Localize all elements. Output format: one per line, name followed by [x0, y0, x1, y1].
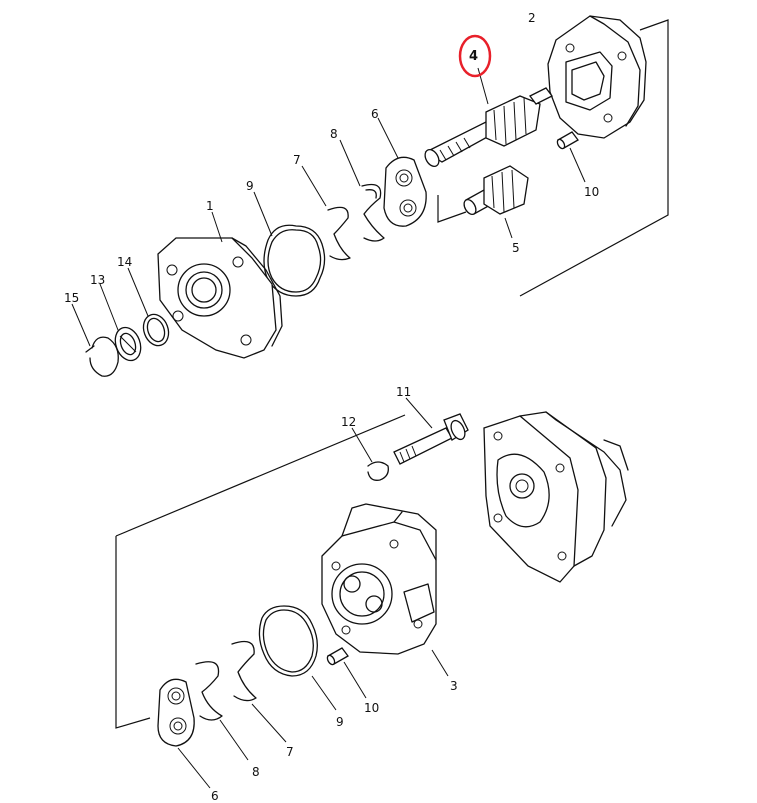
part-2-rear-housing	[547, 15, 647, 139]
part-7-seal-top	[301, 165, 351, 261]
callout-2: 2	[528, 11, 536, 25]
part-7-seal-bottom	[231, 640, 287, 743]
part-5-driven-gear	[463, 165, 529, 239]
callout-7-bottom: 7	[286, 745, 294, 759]
mounted-pump-assembly	[483, 411, 629, 583]
callout-10-top: 10	[584, 185, 599, 199]
callout-7-top: 7	[293, 153, 301, 167]
part-13-oil-seal	[99, 283, 142, 362]
part-1-front-cover	[157, 211, 283, 359]
highlight-circle	[458, 34, 492, 78]
part-3-pump-body	[321, 503, 449, 677]
part-8-backup-ring-bottom	[195, 661, 249, 761]
part-15-retaining-ring	[71, 303, 119, 377]
callout-5: 5	[512, 241, 520, 255]
upper-assembly-bracket	[437, 19, 669, 297]
callout-1: 1	[206, 199, 214, 213]
callout-6-top: 6	[371, 107, 379, 121]
part-9-o-ring-bottom	[258, 605, 337, 711]
part-8-backup-ring-top	[339, 139, 385, 242]
callout-3: 3	[450, 679, 458, 693]
part-14-ring	[127, 267, 170, 347]
callout-8-bottom: 8	[252, 765, 260, 779]
callout-6-bottom: 6	[211, 789, 219, 803]
callout-13: 13	[90, 273, 105, 287]
callout-11: 11	[396, 385, 411, 399]
part-4-drive-gear-shaft	[424, 67, 553, 168]
part-10-dowel-pin-top	[556, 131, 586, 183]
part-12-washer	[351, 427, 389, 481]
callout-15: 15	[64, 291, 79, 305]
lower-assembly-bracket	[115, 414, 406, 729]
part-10-dowel-pin-bottom	[326, 647, 367, 699]
callout-8-top: 8	[330, 127, 338, 141]
callout-12: 12	[341, 415, 356, 429]
part-6-wear-plate-bottom	[157, 678, 211, 789]
callout-9-top: 9	[246, 179, 254, 193]
callout-4: 4	[469, 49, 478, 64]
part-11-bolt	[393, 397, 469, 465]
part-6-wear-plate-top	[377, 117, 427, 227]
callout-10-bottom: 10	[364, 701, 379, 715]
callout-14: 14	[117, 255, 132, 269]
callout-9-bottom: 9	[336, 715, 344, 729]
